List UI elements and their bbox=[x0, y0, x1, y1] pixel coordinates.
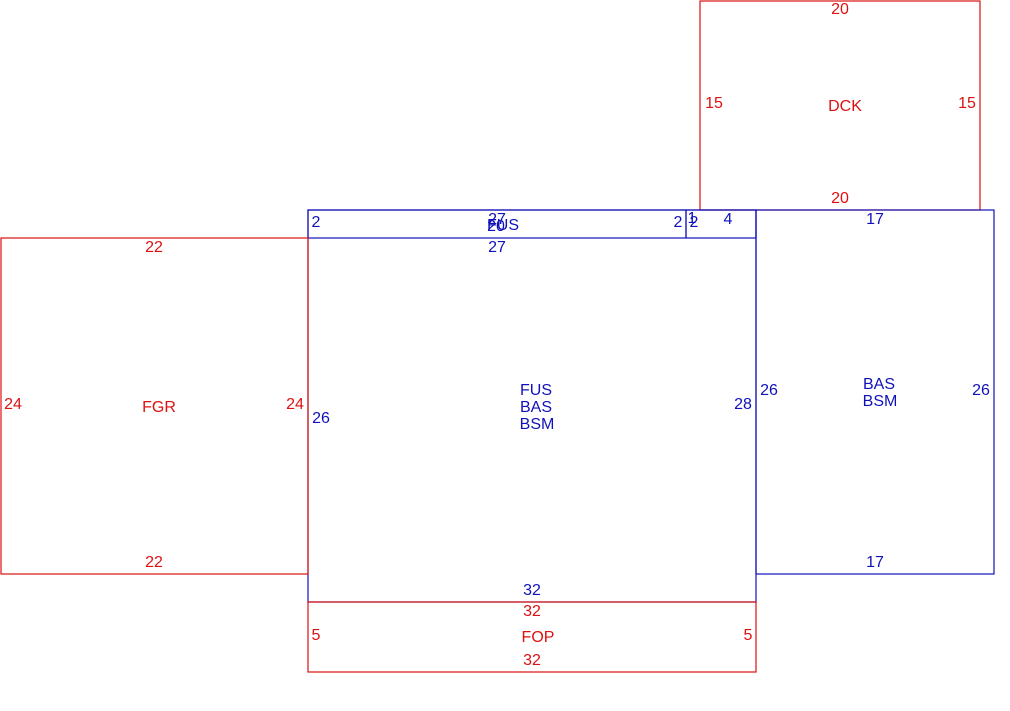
fop-right-dimension: 5 bbox=[744, 627, 753, 644]
fgr-area[interactable]: 22 24 FGR 24 22 bbox=[0, 237, 309, 575]
fgr-left-dimension: 24 bbox=[4, 396, 22, 413]
fop-top-dimension: 32 bbox=[523, 603, 541, 620]
dck-top-dimension: 20 bbox=[831, 1, 849, 18]
small-connector-left-dimension: 1 bbox=[688, 210, 697, 227]
small-connector-right-dimension: 2 bbox=[690, 214, 699, 231]
fgr-label: FGR bbox=[142, 399, 176, 416]
main-label-bas: BAS bbox=[520, 399, 552, 416]
main-area[interactable]: FUS BAS BSM 26 28 32 bbox=[307, 209, 757, 603]
dck-right-dimension: 15 bbox=[958, 95, 976, 112]
main-bottom-dimension: 32 bbox=[523, 582, 541, 599]
fop-area[interactable]: 32 5 FOP 5 32 bbox=[307, 601, 757, 673]
bas-block-left-dimension: 26 bbox=[760, 382, 778, 399]
dck-left-dimension: 15 bbox=[705, 95, 723, 112]
fus-strip-left-dimension: 2 bbox=[312, 214, 321, 231]
bas-block-label-bas: BAS bbox=[863, 376, 895, 393]
dck-label: DCK bbox=[828, 98, 862, 115]
fus-strip-right-dimension: 2 bbox=[674, 214, 683, 231]
fgr-right-dimension: 24 bbox=[286, 396, 304, 413]
fus-strip-area[interactable]: 27 FUS 20 27 2 2 bbox=[307, 209, 687, 256]
fus-strip-bottom-dimension: 27 bbox=[488, 239, 506, 256]
fus-strip-top-dimension: 27 bbox=[488, 211, 506, 228]
bas-block-bottom-dimension: 17 bbox=[866, 554, 884, 571]
main-label-bsm: BSM bbox=[520, 416, 555, 433]
fgr-bottom-dimension: 22 bbox=[145, 554, 163, 571]
fgr-outline bbox=[0, 237, 309, 575]
bas-block-top-dimension: 17 bbox=[866, 211, 884, 228]
bas-block-label-bsm: BSM bbox=[863, 393, 898, 410]
main-label-fus: FUS bbox=[520, 382, 552, 399]
fop-outline bbox=[307, 601, 757, 673]
bas-block-outline bbox=[755, 209, 995, 575]
bas-block-area[interactable]: 17 BAS BSM 26 26 17 bbox=[755, 209, 995, 575]
dck-bottom-dimension: 20 bbox=[831, 190, 849, 207]
fop-left-dimension: 5 bbox=[312, 627, 321, 644]
fop-bottom-dimension: 32 bbox=[523, 652, 541, 669]
fop-label: FOP bbox=[522, 629, 555, 646]
main-left-dimension: 26 bbox=[312, 410, 330, 427]
small-connector-width-dimension: 4 bbox=[724, 211, 733, 228]
dck-area[interactable]: 20 15 15 DCK 20 bbox=[699, 0, 981, 211]
fgr-top-dimension: 22 bbox=[145, 239, 163, 256]
fus-strip-label: FUS bbox=[487, 217, 519, 234]
fus-strip-overlap-label: 20 bbox=[487, 218, 505, 235]
main-right-dimension: 28 bbox=[734, 396, 752, 413]
bas-block-right-dimension: 26 bbox=[972, 382, 990, 399]
small-connector-area[interactable]: 1 2 4 bbox=[685, 209, 757, 239]
